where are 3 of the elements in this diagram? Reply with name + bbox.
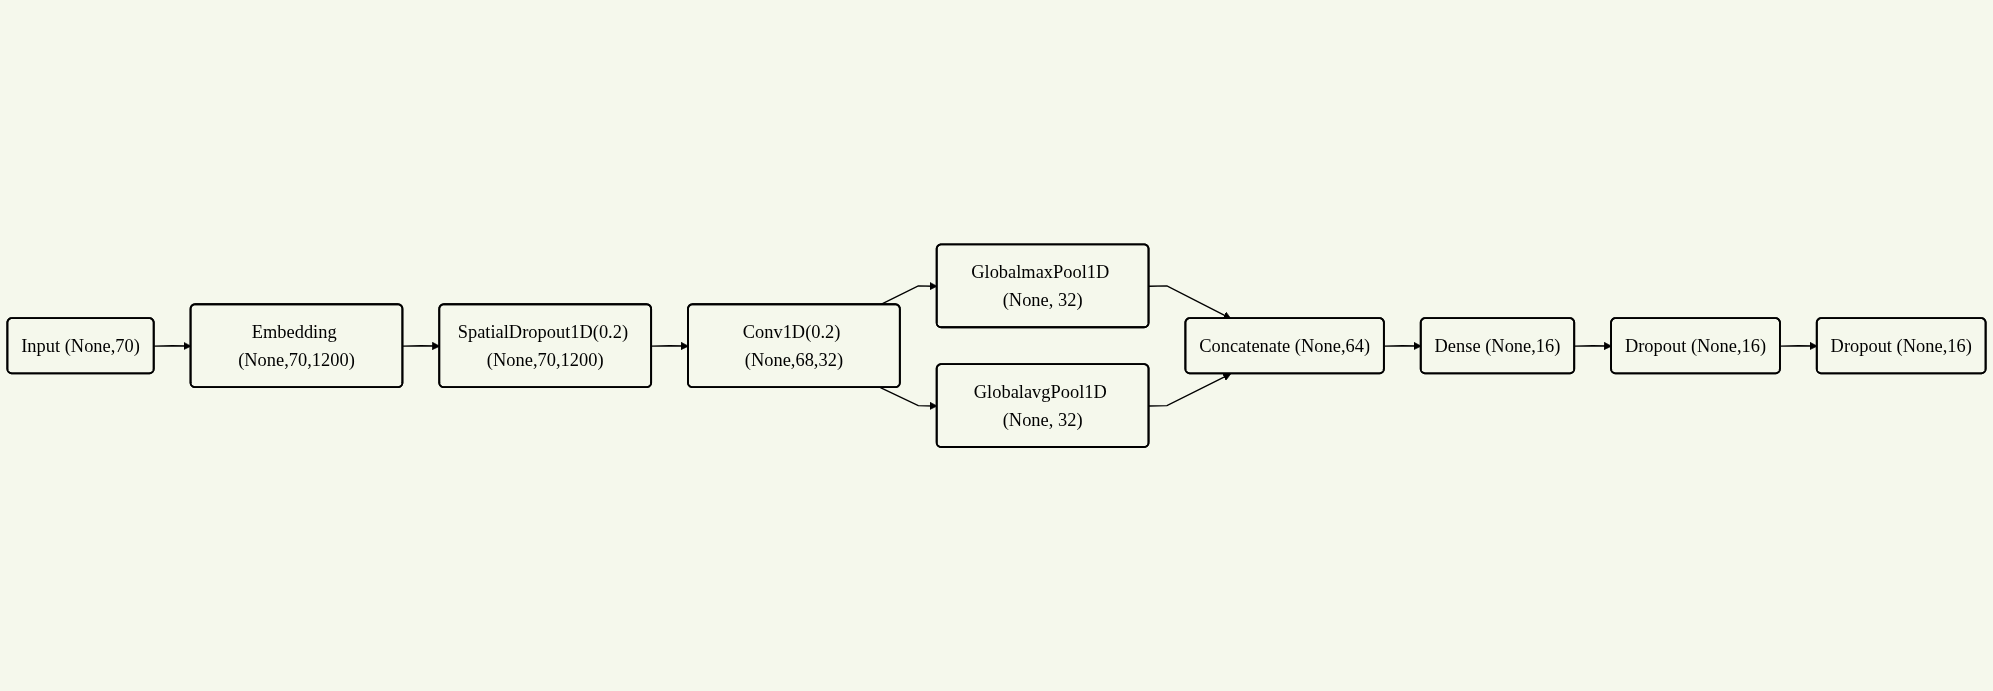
arrow [1148, 373, 1232, 407]
arrow [1148, 284, 1232, 319]
arrow [1574, 341, 1612, 350]
